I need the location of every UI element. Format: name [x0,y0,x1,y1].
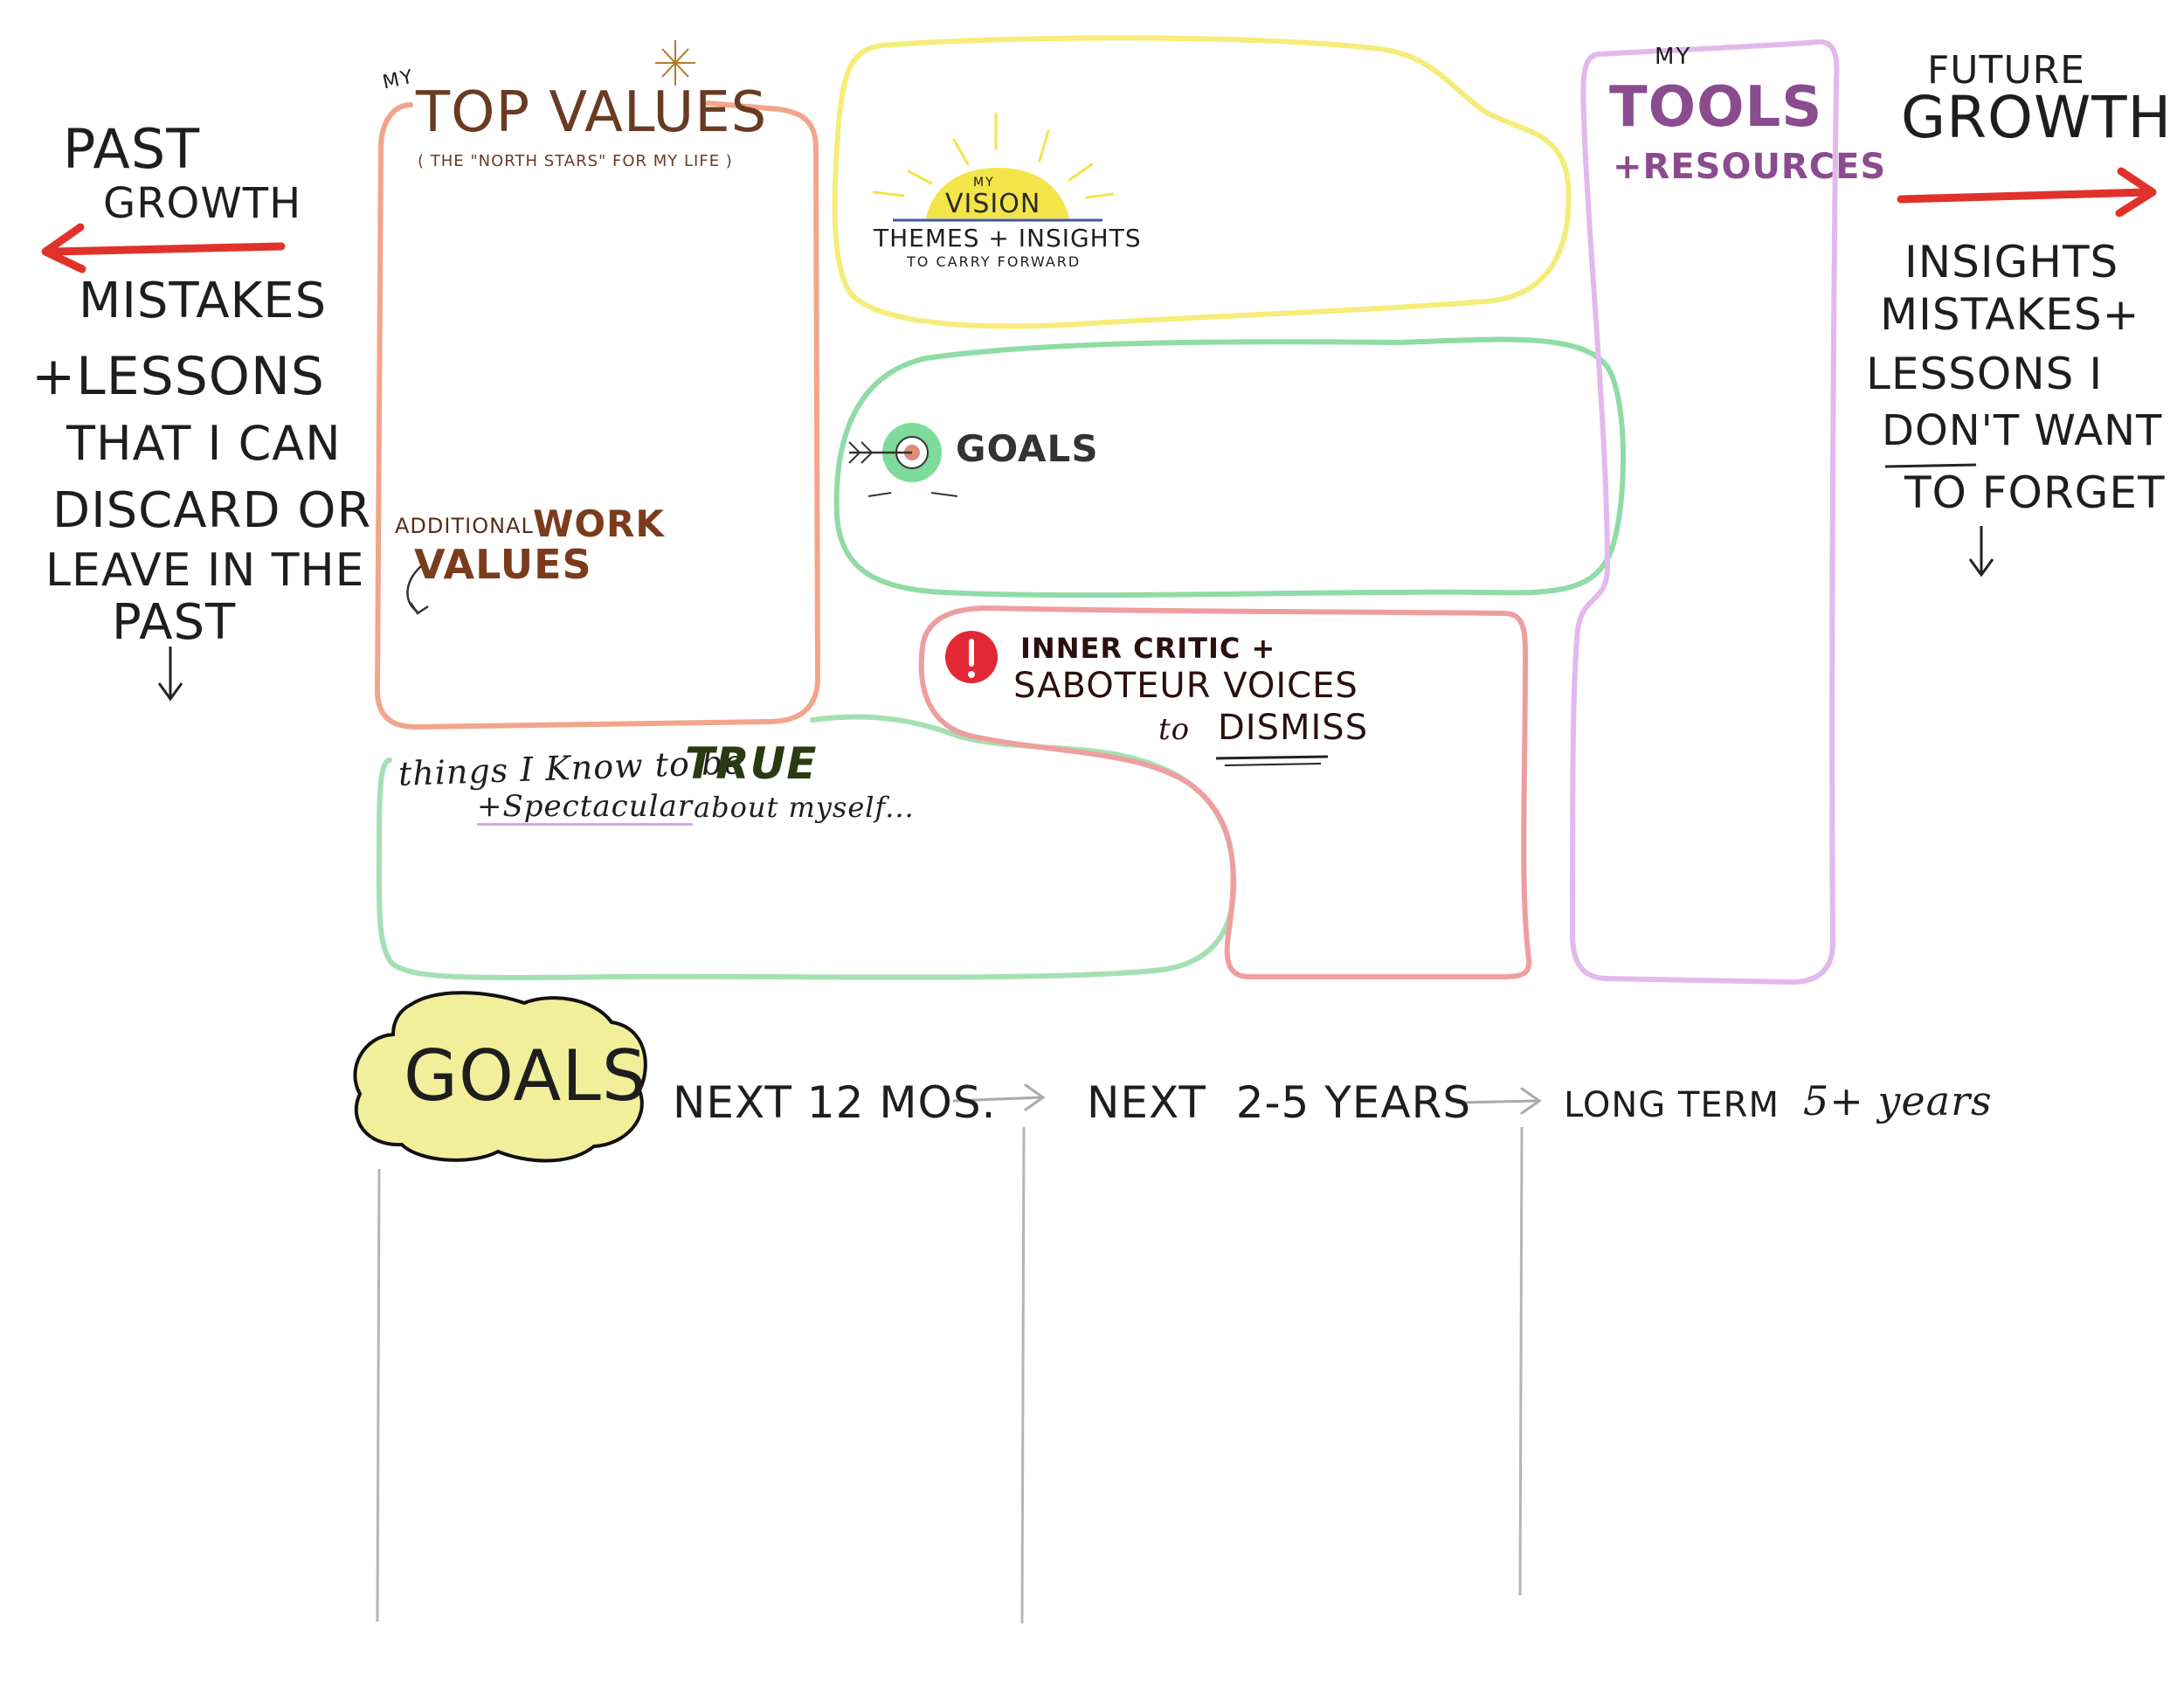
goals-highlight-cloud [353,991,647,1163]
past-growth-title-line2: GROWTH [103,179,302,228]
vision-subtitle: THEMES + INSIGHTS [874,224,1142,253]
true-box-true-word: TRUE [685,738,818,789]
top-values-title: TOP VALUES [416,80,768,145]
inner-critic-dismiss: DISMISS [1218,708,1369,748]
left-arrow-icon [41,223,286,273]
dismiss-underline [1215,755,1329,760]
future-growth-body-line: TO FORGET [1904,467,2166,518]
curved-arrow-icon [406,565,429,615]
tools-prefix: MY [1655,44,1692,70]
tools-title: TOOLS [1609,75,1823,140]
goals-timeline-title: GOALS [404,1035,647,1117]
goals-long-term-years: 5+ years [1803,1077,1993,1124]
timeline-column-dividers [376,1126,1524,1624]
goals-next-12-months: NEXT 12 MOS. [673,1077,997,1128]
vision-prefix: MY [973,176,995,190]
tools-subtitle: +RESOURCES [1613,147,1887,187]
vision-title: VISION [945,189,1041,219]
past-growth-body-line: LEAVE IN THE [45,544,365,597]
future-growth-title-line1: FUTURE [1927,48,2085,93]
future-growth-body-line: INSIGHTS [1904,237,2119,287]
true-box-line2: about myself... [694,791,915,824]
top-values-subtitle: ( THE "NORTH STARS" FOR MY LIFE ) [418,152,733,170]
past-growth-body-line: PAST [112,594,237,651]
down-arrow-icon [1968,526,1994,578]
future-growth-body-line: MISTAKES+ [1880,289,2140,340]
past-growth-body-line: THAT I CAN [66,416,342,471]
goals-cloud-border [833,336,1626,598]
future-growth-body-line: LESSONS I [1866,349,2104,399]
tools-border [1569,38,1840,986]
future-growth-body-line: DON'T WANT [1882,406,2163,455]
inner-critic-to: to [1158,712,1191,747]
true-box-spectacular: +Spectacular [477,789,693,826]
past-growth-body-line: DISCARD OR [52,482,372,539]
top-values-border [374,100,821,730]
goals-cloud-title: GOALS [956,427,1099,470]
target-icon [848,423,958,497]
dismiss-underline-2 [1224,763,1322,766]
past-growth-body-line: MISTAKES [79,273,328,329]
warning-icon [945,631,998,683]
right-arrow-icon [1897,167,2157,218]
future-growth-title-line2: GROWTH [1901,84,2173,151]
values-label: VALUES [414,541,592,588]
vision-tagline: TO CARRY FORWARD [907,253,1082,270]
goals-long-term: LONG TERM [1564,1085,1780,1125]
additional-label: ADDITIONAL [395,514,534,538]
goals-next-2-5-years: NEXT 2-5 YEARS [1087,1077,1472,1128]
dont-underline [1884,463,1977,468]
timeline-arrow-icon [952,1083,1542,1115]
down-arrow-icon [157,647,183,702]
inner-critic-line1: INNER CRITIC + [1020,632,1276,665]
sun-icon [872,112,1115,222]
vision-border [832,35,1572,329]
inner-critic-line2: SABOTEUR VOICES [1013,666,1358,706]
past-growth-body-line: +LESSONS [31,346,325,407]
past-growth-title-line1: PAST [63,117,201,181]
work-label: WORK [533,502,665,545]
inner-critic-border [918,605,1532,979]
star-icon [655,40,695,86]
